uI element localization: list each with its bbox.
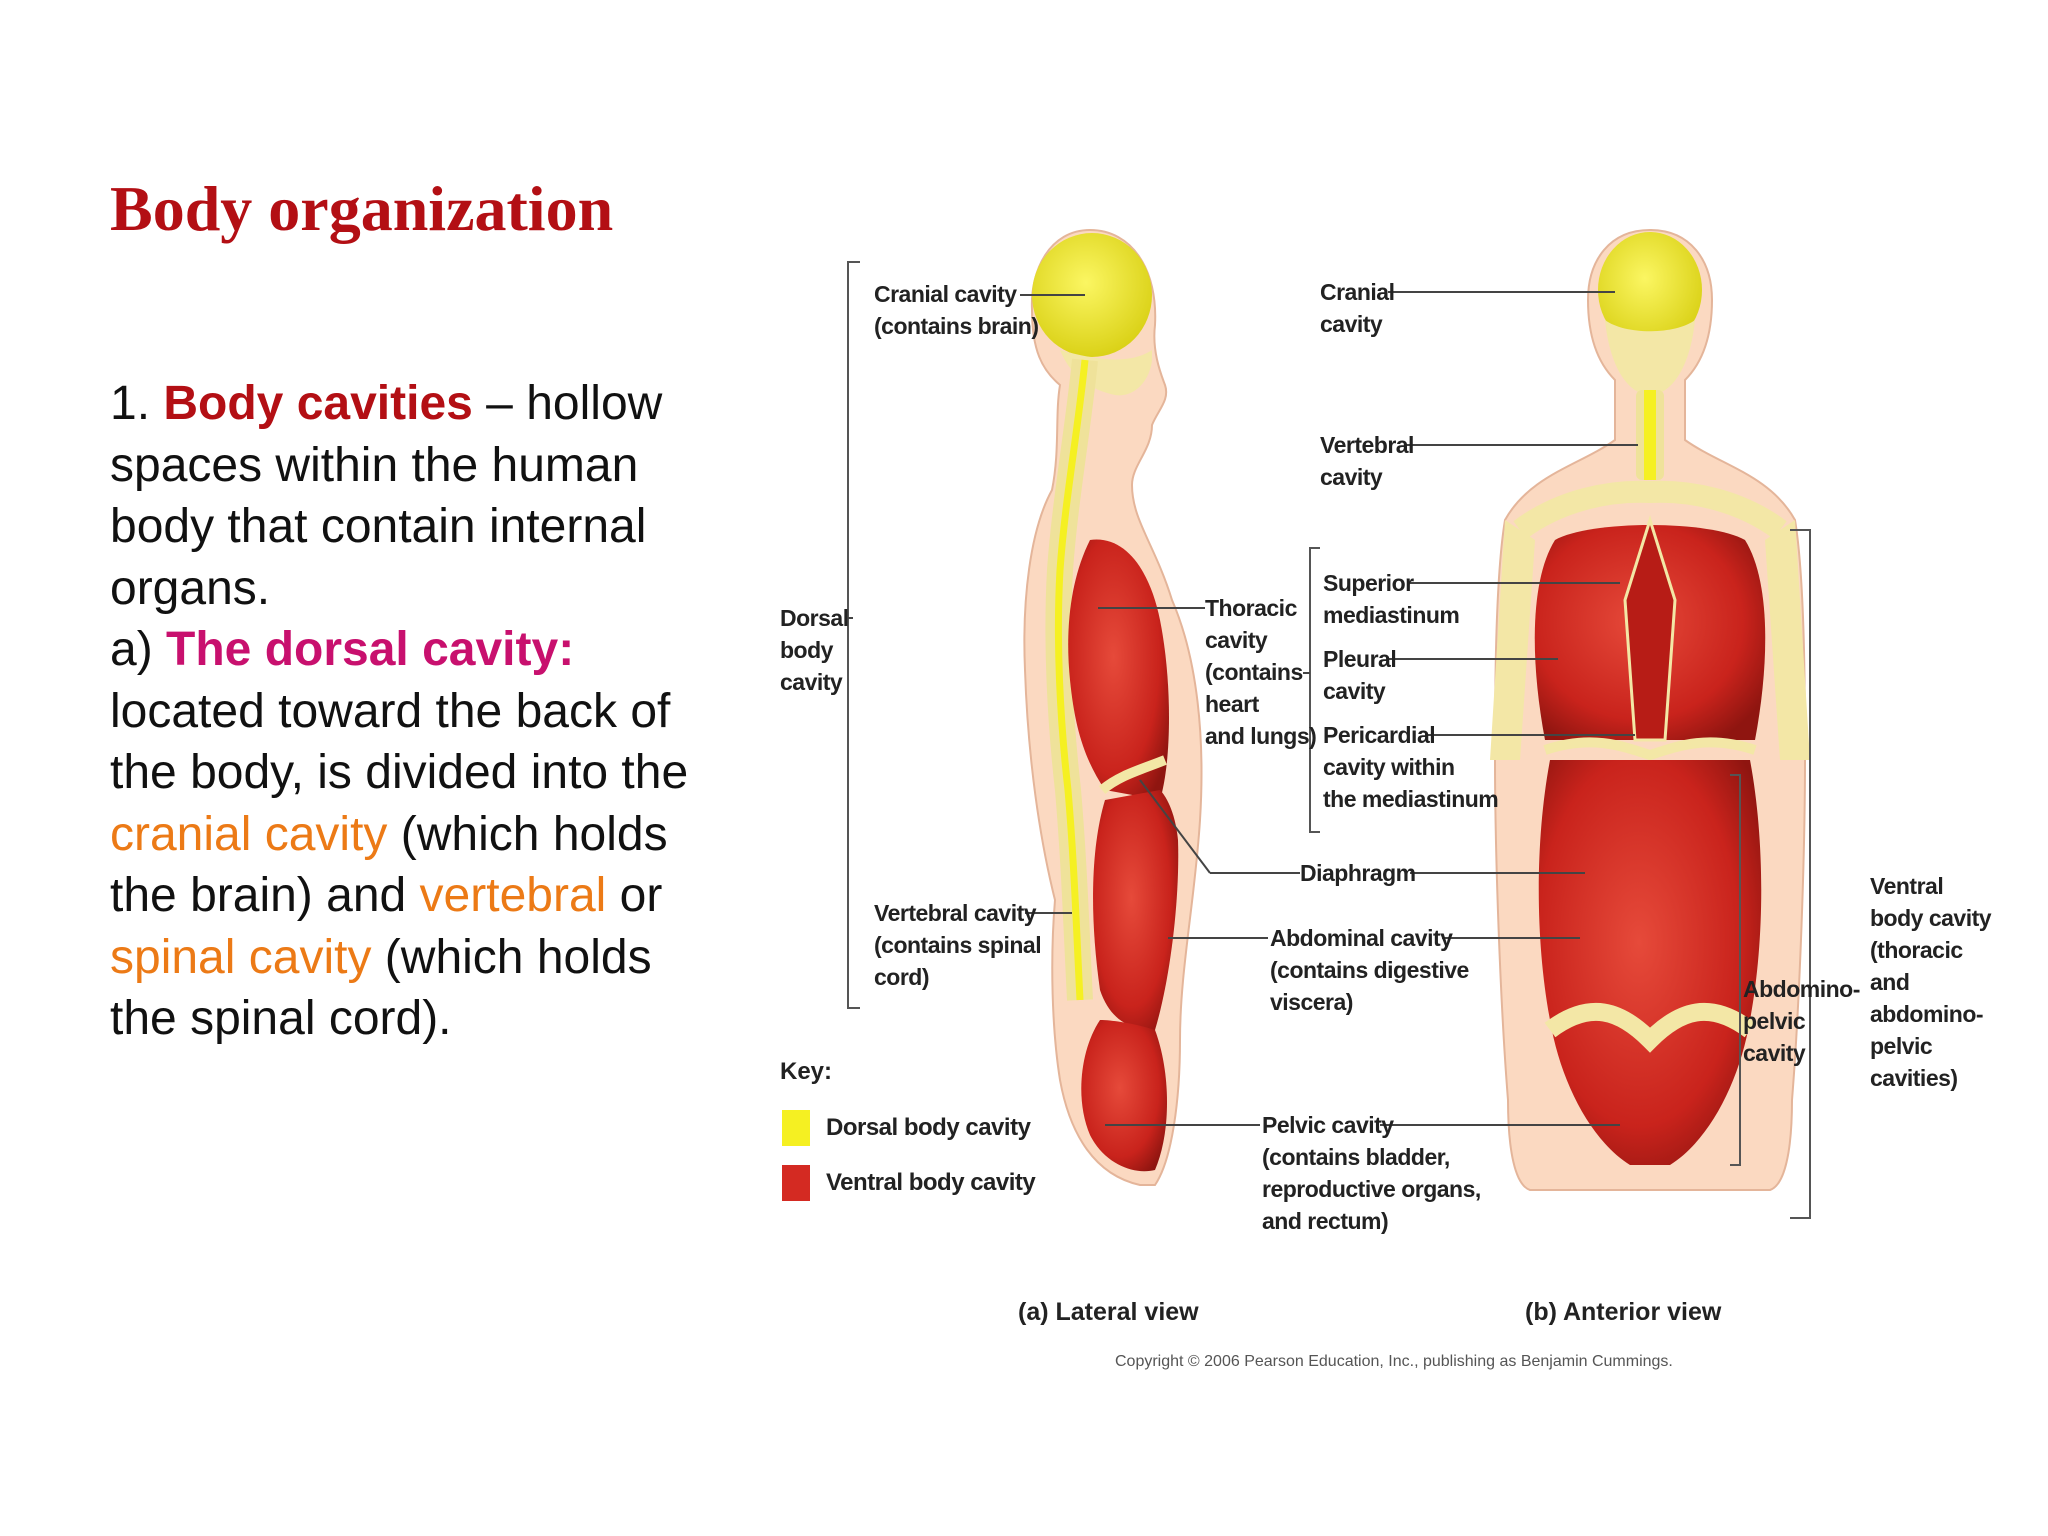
term-cranial-cavity: cranial cavity (110, 807, 388, 861)
term-vertebral: vertebral (419, 869, 607, 922)
label-cranial-cavity-anterior: Cranial cavity (1320, 279, 1395, 337)
lateral-view-figure (1023, 228, 1203, 1186)
anterior-arm-left (1490, 520, 1535, 760)
dorsal-description-3: (which holds the spinal cord). (110, 930, 652, 1046)
lateral-pelvic-cavity (1081, 1020, 1168, 1172)
body-cavities-figure: Cranial cavity (contains brain) Dorsal b… (760, 200, 2020, 1400)
label-diaphragm: Diaphragm (1300, 860, 1416, 886)
label-superior-mediastinum: Superior mediastinum (1323, 570, 1460, 628)
dorsal-description-2: (which holds the brain) and (110, 807, 668, 923)
key-item-ventral: Ventral body cavity (782, 1163, 1036, 1203)
term-spinal-cavity: spinal cavity (110, 930, 372, 984)
dorsal-swatch (782, 1110, 810, 1146)
caption-lateral-view: (a) Lateral view (1018, 1298, 1199, 1326)
key-item-dorsal: Dorsal body cavity (782, 1108, 1031, 1148)
label-cranial-cavity-lateral: Cranial cavity (contains brain) (874, 281, 1039, 339)
abdominopelvic-bracket (1730, 774, 1741, 1166)
label-pericardial-cavity: Pericardial cavity within the mediastinu… (1323, 722, 1499, 812)
anterior-view-figure (1490, 228, 1810, 1191)
leader-lines (848, 291, 1638, 1126)
key-label-dorsal: Dorsal body cavity (826, 1114, 1031, 1141)
label-abdominopelvic-cavity: Abdomino- pelvic cavity (1743, 976, 1860, 1066)
dorsal-description-1: located toward the back of the body, is … (110, 684, 689, 800)
lateral-vertebral-cavity (1054, 359, 1089, 1001)
anterior-mediastinum (1623, 514, 1677, 742)
lateral-abdominal-cavity (1093, 790, 1179, 1030)
lateral-diaphragm (1098, 755, 1167, 794)
copyright-text: Copyright © 2006 Pearson Education, Inc.… (1115, 1353, 1673, 1370)
label-vertebral-cavity-lateral: Vertebral cavity (contains spinal cord) (874, 900, 1042, 990)
anatomy-illustration (847, 228, 1811, 1219)
label-thoracic-cavity: Thoracic cavity (contains heart and lung… (1205, 595, 1317, 749)
anterior-arm-right (1765, 520, 1810, 760)
dorsal-bracket (847, 261, 860, 1009)
label-vertebral-cavity-anterior: Vertebral cavity (1320, 432, 1414, 490)
lateral-thoracic-cavity (1068, 539, 1169, 800)
anterior-diaphragm (1543, 737, 1757, 761)
anterior-vertebral-cavity (1644, 390, 1656, 480)
label-dorsal-body-cavity: Dorsal body cavity (780, 605, 849, 695)
body-cavities-text: 1. Body cavities – hollow spaces within … (110, 373, 690, 1050)
key-title: Key: (780, 1058, 833, 1085)
anterior-shoulder-bones (1513, 480, 1787, 539)
ventral-swatch (782, 1165, 810, 1201)
term-dorsal-cavity: The dorsal cavity: (166, 623, 575, 676)
sub-item-prefix: a) (110, 623, 153, 676)
term-dash: – (472, 377, 513, 430)
label-pelvic-cavity: Pelvic cavity (contains bladder, reprodu… (1262, 1112, 1481, 1234)
anterior-skull-face (1605, 320, 1695, 395)
word-or: or (619, 869, 663, 922)
key-label-ventral: Ventral body cavity (826, 1169, 1036, 1196)
thoracic-mediastinum-bracket (1309, 547, 1320, 833)
lateral-cranial-cavity (1032, 233, 1152, 357)
slide-title: Body organization (110, 173, 614, 244)
ventral-bracket (1790, 529, 1811, 1219)
label-ventral-body-cavity: Ventral body cavity (thoracic and abdomi… (1870, 873, 1992, 1091)
anterior-abdominopelvic-cavity (1538, 760, 1762, 1165)
anterior-cranial-cavity (1598, 232, 1702, 348)
label-abdominal-cavity: Abdominal cavity (contains digestive vis… (1270, 925, 1469, 1015)
term-body-cavities: Body cavities (163, 377, 473, 430)
definition-text: hollow spaces within the human body that… (110, 377, 663, 615)
leader-diaphragm-a2 (1139, 779, 1211, 874)
item-number: 1. (110, 377, 151, 430)
brackets (847, 261, 1811, 1219)
label-pleural-cavity: Pleural cavity (1323, 646, 1397, 704)
anterior-pelvis-bones (1544, 1002, 1756, 1053)
caption-anterior-view: (b) Anterior view (1525, 1298, 1722, 1326)
